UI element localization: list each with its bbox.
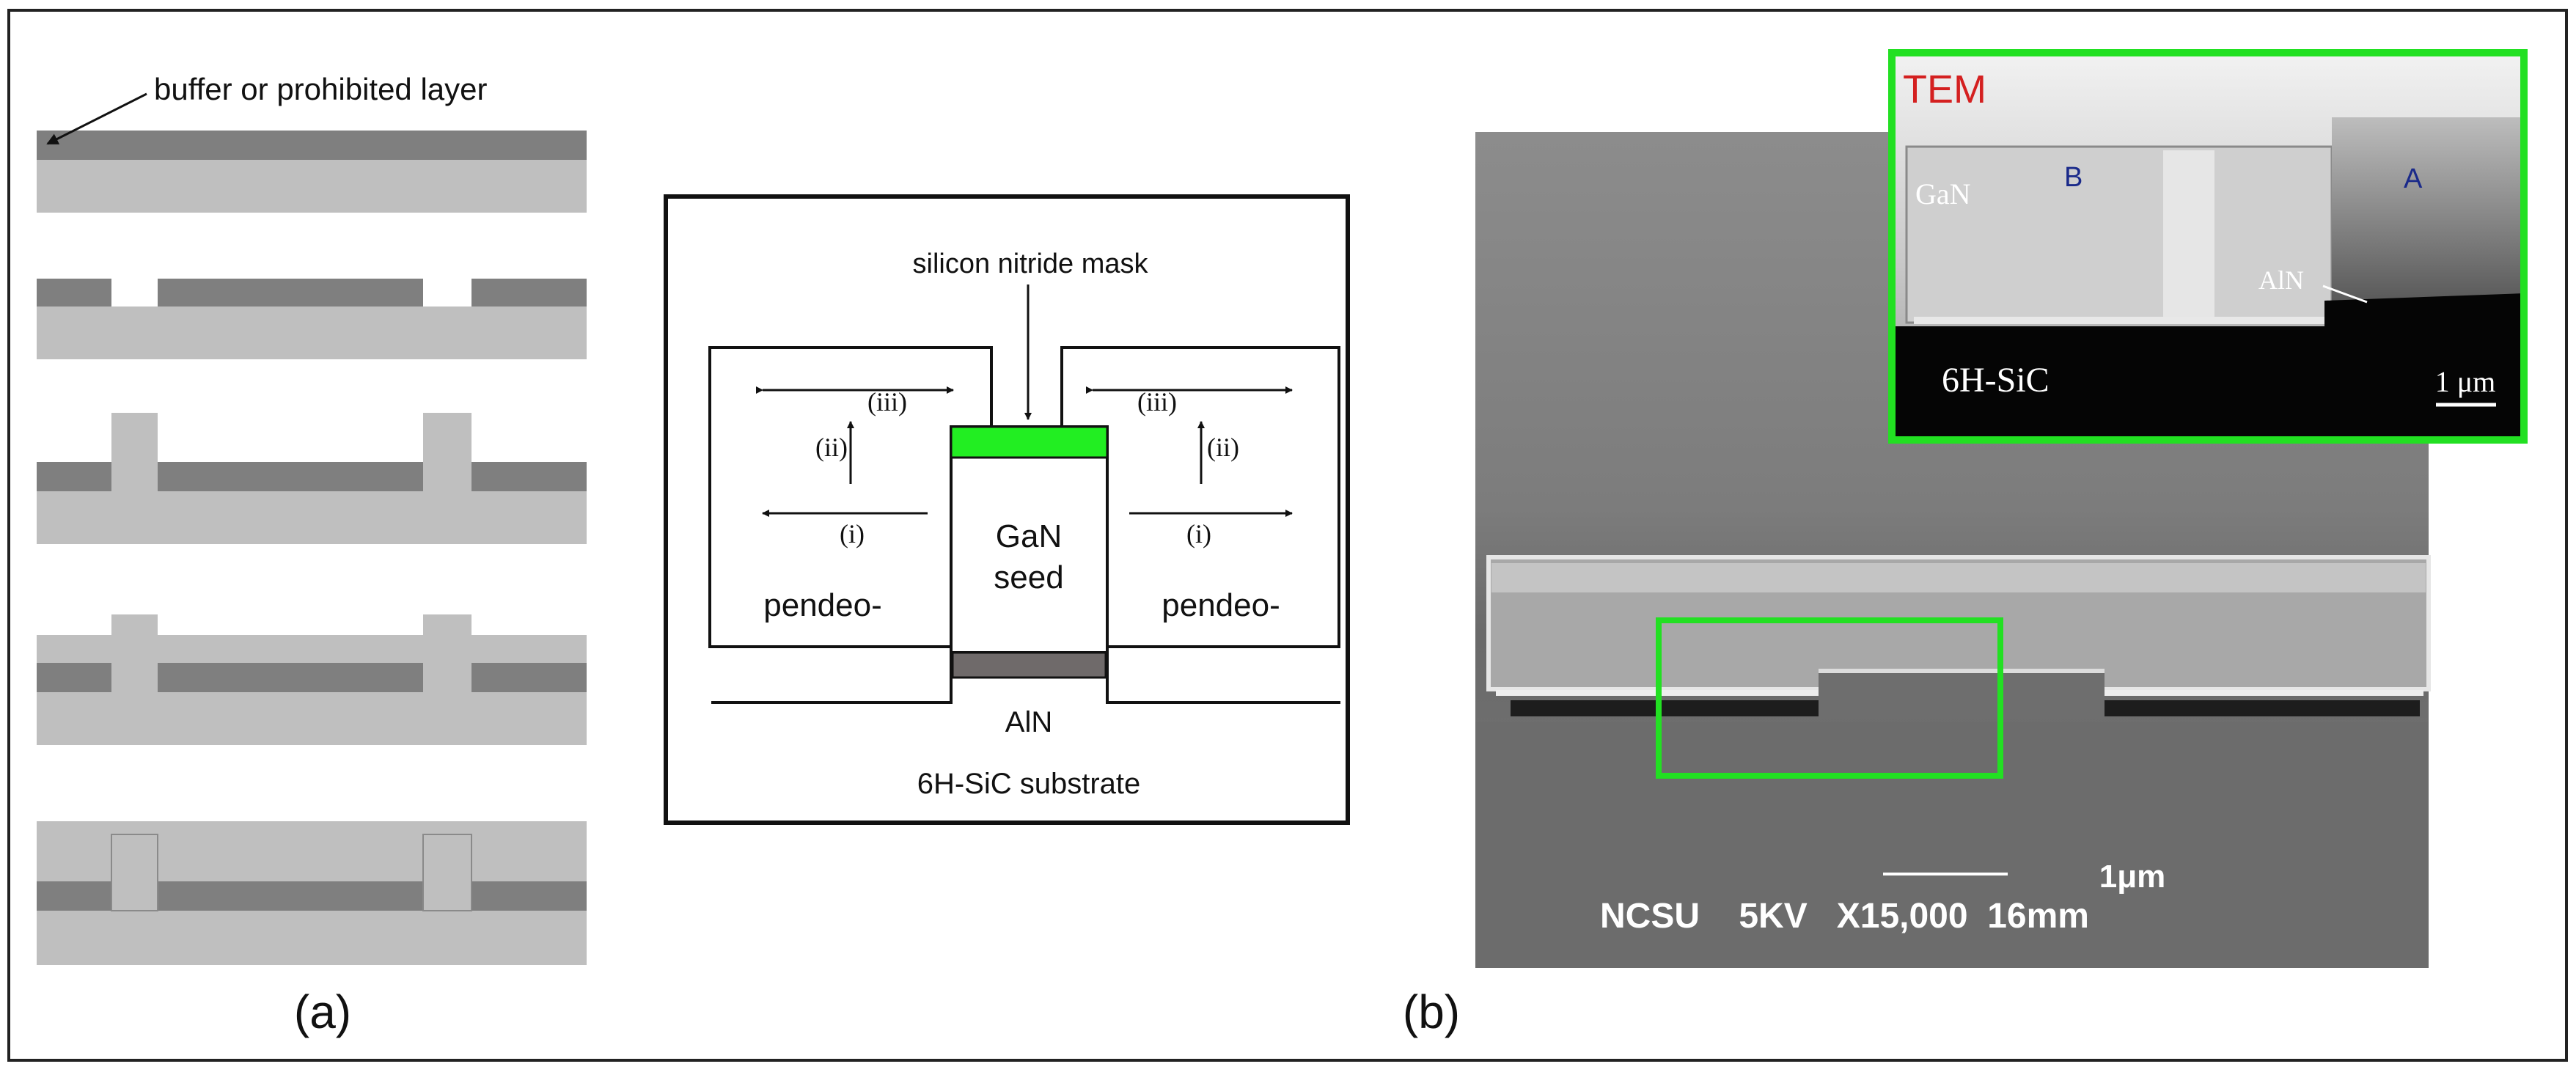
process-step-5 bbox=[37, 821, 587, 965]
right-wing-label: pendeo- bbox=[1162, 587, 1280, 623]
tem-aln-label: AlN bbox=[2258, 265, 2304, 295]
process-step-3 bbox=[37, 413, 587, 544]
panel-b-caption: (b) bbox=[1403, 985, 1460, 1038]
left-label-iii: (iii) bbox=[867, 387, 907, 416]
aln-layer bbox=[951, 651, 1107, 679]
right-label-iii: (iii) bbox=[1137, 387, 1177, 416]
pendeo-schematic: silicon nitride mask (iii) (ii) (i) pend… bbox=[664, 194, 1350, 825]
tem-border bbox=[1888, 49, 2528, 444]
tem-region-b: B bbox=[2064, 162, 2083, 193]
gan-seed bbox=[950, 425, 1109, 654]
process-step-2 bbox=[37, 279, 587, 359]
left-label-i: (i) bbox=[840, 519, 865, 548]
tem-aln-pointer bbox=[2322, 284, 2368, 304]
sem-scale-label: 1μm bbox=[2099, 859, 2166, 895]
seed-label-line2: seed bbox=[994, 559, 1063, 595]
aln-label: AlN bbox=[1005, 706, 1052, 738]
silicon-nitride-mask bbox=[950, 425, 1109, 459]
left-wing-label: pendeo- bbox=[763, 587, 881, 623]
process-step-1 bbox=[37, 131, 587, 213]
tem-region-a: A bbox=[2404, 164, 2423, 194]
annotation-arrow bbox=[46, 92, 147, 145]
seed-label-line1: GaN bbox=[996, 518, 1062, 554]
right-label-ii: (ii) bbox=[1207, 433, 1239, 462]
tem-gan-label: GaN bbox=[1915, 177, 1971, 210]
tem-scale-label: 1 μm bbox=[2435, 365, 2496, 398]
tem-substrate-label: 6H-SiC bbox=[1942, 361, 2050, 400]
annotation-label: buffer or prohibited layer bbox=[154, 72, 488, 106]
mask-label: silicon nitride mask bbox=[913, 249, 1149, 279]
right-label-i: (i) bbox=[1186, 519, 1211, 548]
tem-inset: TEM GaN B A AlN 6H-SiC 1 μm bbox=[1888, 49, 2528, 444]
tem-title: TEM bbox=[1903, 67, 1986, 111]
sem-highlight-box bbox=[1656, 617, 2003, 779]
process-step-4 bbox=[37, 614, 587, 745]
panel-a-caption: (a) bbox=[294, 985, 351, 1038]
sem-info-bar: NCSU 5KV X15,000 16mm bbox=[1600, 897, 2089, 936]
substrate-label: 6H-SiC substrate bbox=[917, 768, 1141, 800]
left-label-ii: (ii) bbox=[815, 433, 848, 462]
panel-a: buffer or prohibited layer (a) bbox=[37, 72, 587, 1038]
